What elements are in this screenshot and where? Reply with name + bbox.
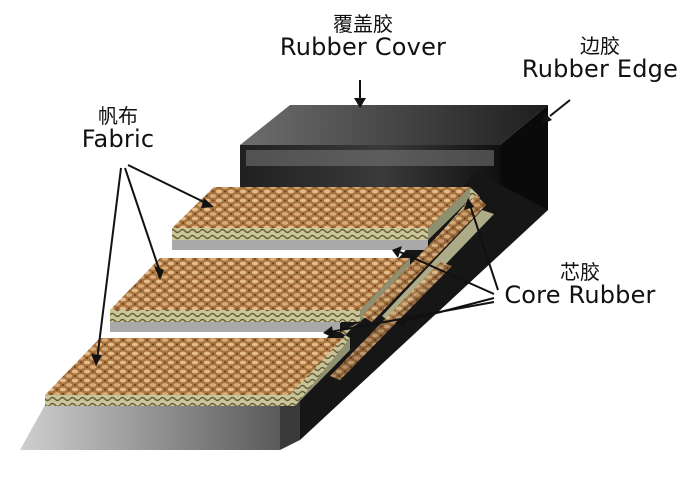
leader-lines [91,80,571,366]
label-rubber-cover-zh: 覆盖胶 [333,12,393,36]
label-rubber-cover: 覆盖胶 Rubber Cover [268,14,458,60]
label-core-rubber: 芯胶 Core Rubber [490,262,670,308]
label-rubber-edge: 边胶 Rubber Edge [505,36,695,82]
label-core-rubber-en: Core Rubber [504,281,656,309]
label-rubber-cover-en: Rubber Cover [279,33,447,61]
label-fabric: 帆布 Fabric [58,106,178,152]
label-rubber-edge-en: Rubber Edge [521,55,679,83]
label-rubber-edge-zh: 边胶 [580,34,620,58]
label-fabric-zh: 帆布 [98,104,138,128]
label-core-rubber-zh: 芯胶 [560,260,600,284]
label-fabric-en: Fabric [81,125,155,153]
